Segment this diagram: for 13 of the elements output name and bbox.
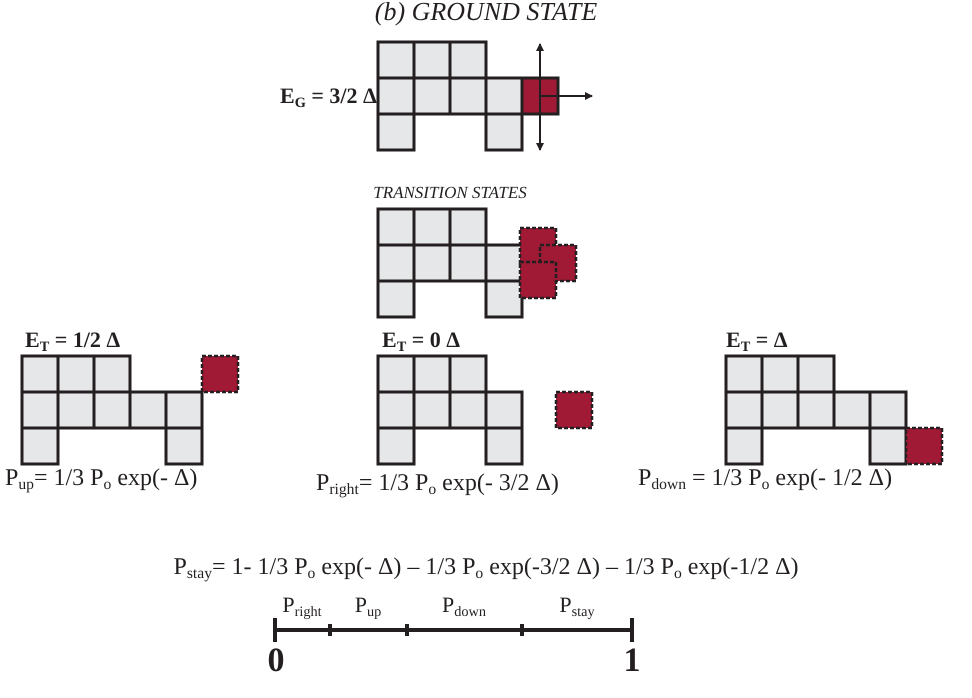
axis-value: 0 — [268, 644, 284, 678]
figure-title: (b) GROUND STATE — [374, 0, 598, 25]
axis-value: 1 — [624, 644, 640, 678]
energy-label: E$_{T}$ = 1/2 Δ — [25, 329, 120, 351]
probability-formula: P$_{up}$= 1/3 P$_{o}$ exp(- Δ) — [5, 466, 198, 490]
probability-formula: P$_{stay}$= 1- 1/3 P$_{o}$ exp(- Δ) – 1/3 P$_{o}$ exp(-3/2 Δ) – 1/3 P$_{o}$ exp(-1/2 Δ) — [174, 555, 798, 579]
energy-label: E$_{G}$ = 3/2 Δ — [280, 85, 377, 107]
energy-label: E$_{T}$ = 0 Δ — [382, 329, 460, 351]
probability-formula: P$_{down}$ = 1/3 P$_{o}$ exp(- 1/2 Δ) — [638, 466, 892, 490]
probability-formula: P$_{right}$= 1/3 P$_{o}$ exp(- 3/2 Δ) — [316, 471, 559, 495]
interval-label: P$_{down}$ — [442, 594, 486, 616]
section-heading: TRANSITION STATES — [373, 184, 527, 201]
energy-label: E$_{T}$ = Δ — [726, 329, 788, 351]
